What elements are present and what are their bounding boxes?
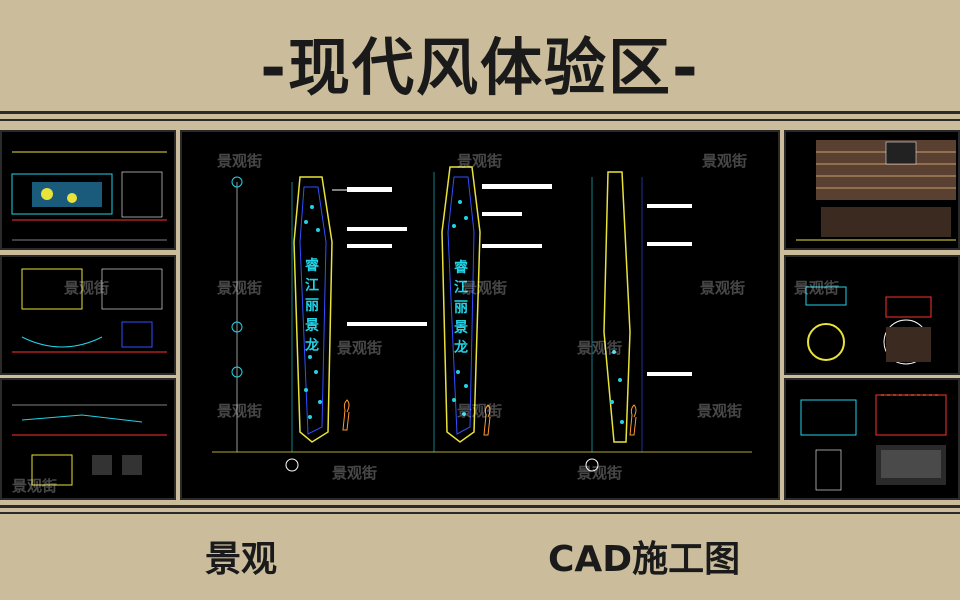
watermark: 景观街	[64, 279, 110, 297]
label-landscape: 景观	[205, 539, 278, 580]
column-char: 睿	[304, 257, 320, 274]
watermark: 景观街	[577, 339, 623, 357]
watermark: 景观街	[697, 402, 743, 420]
watermark: 景观街	[337, 339, 383, 357]
watermark: 景观街	[217, 152, 263, 170]
bottom-rule-2	[0, 512, 960, 514]
watermark: 景观街	[217, 279, 263, 297]
column-char: 龙	[453, 339, 468, 356]
thumbnail-right-2[interactable]: 景观街	[784, 255, 960, 375]
column-char: 江	[305, 277, 319, 294]
thumbnail-right-1[interactable]	[784, 130, 960, 250]
thumbnail-right-3[interactable]	[784, 378, 960, 500]
thumbnail-left-1[interactable]	[0, 130, 176, 250]
column-char: 丽	[305, 298, 319, 314]
column-char: 江	[454, 279, 468, 296]
column-char: 睿	[453, 259, 469, 276]
column-char: 龙	[304, 337, 319, 354]
label-cad-drawing: CAD施工图	[548, 539, 741, 580]
column-char: 景	[305, 318, 319, 334]
thumbnail-left-2[interactable]: 景观街	[0, 255, 176, 375]
page-title: -现代风体验区-	[260, 31, 700, 104]
watermark: 景观街	[217, 402, 263, 420]
bottom-rule-1	[0, 505, 960, 508]
watermark: 景观街	[702, 152, 748, 170]
watermark: 景观街	[700, 279, 746, 297]
watermark: 景观街	[794, 279, 840, 297]
column-char: 景	[454, 320, 468, 336]
watermark: 景观街	[12, 477, 58, 495]
watermark: 景观街	[577, 464, 623, 482]
watermark: 景观街	[457, 402, 503, 420]
watermark: 景观街	[462, 279, 508, 297]
top-rule-1	[0, 111, 960, 114]
watermark: 景观街	[332, 464, 378, 482]
column-char: 丽	[454, 300, 468, 316]
top-rule-2	[0, 119, 960, 121]
thumbnail-left-3[interactable]: 景观街	[0, 378, 176, 500]
main-cad-drawing[interactable]: 睿 江 丽 景 龙 睿 江 丽 景 龙	[180, 130, 780, 500]
watermark: 景观街	[457, 152, 503, 170]
